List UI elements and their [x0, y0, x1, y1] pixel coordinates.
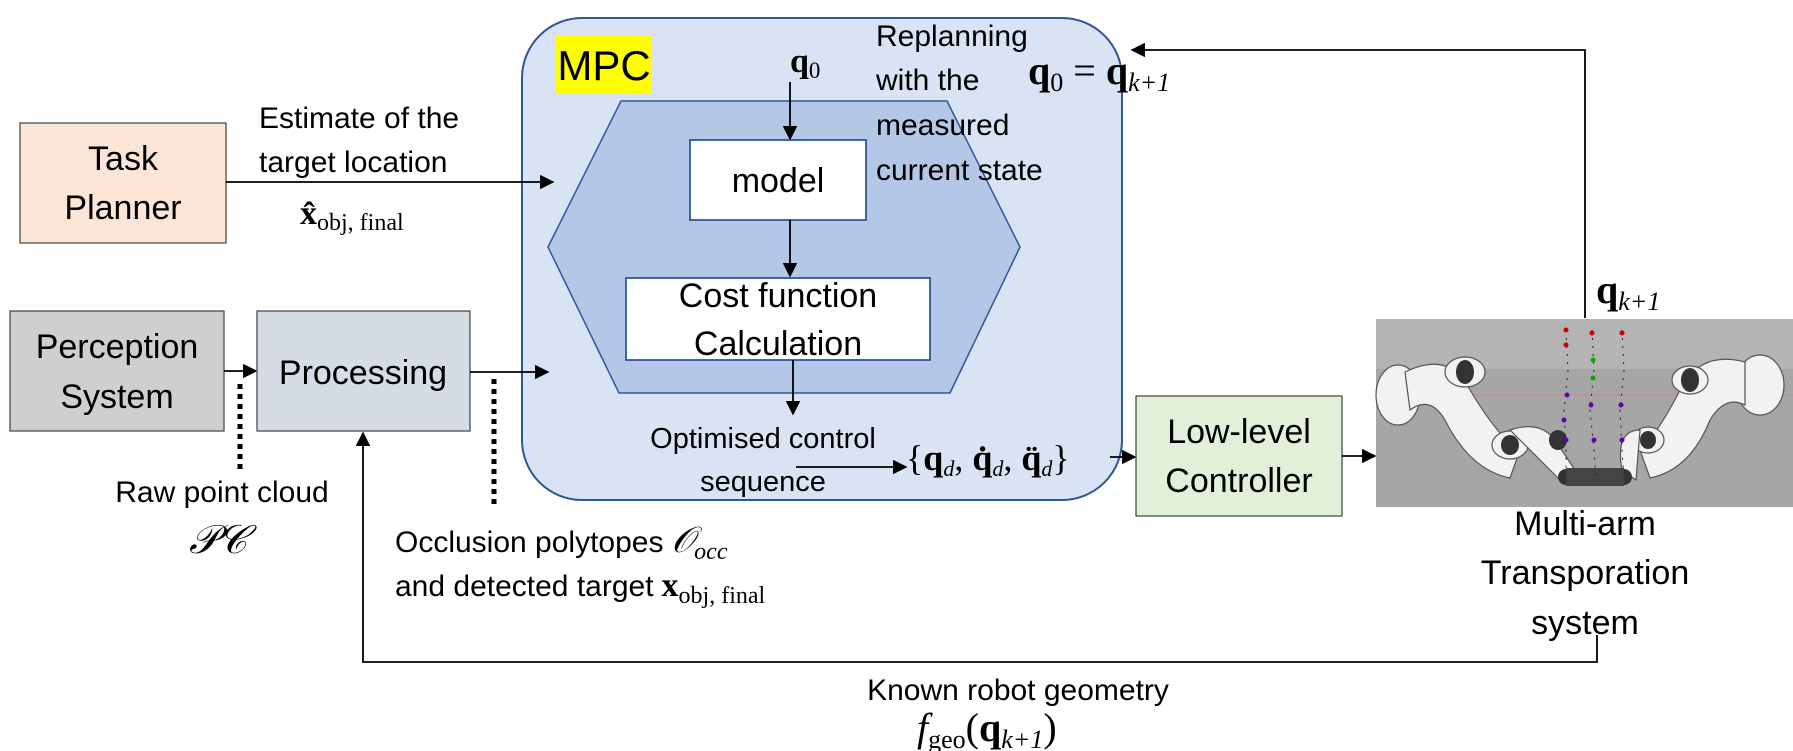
- replanning-line2: with the: [875, 64, 979, 97]
- robot-line1: Multi-arm: [1514, 505, 1656, 543]
- optimised-line1: Optimised control: [650, 423, 876, 455]
- low-level-line2: Controller: [1165, 462, 1312, 500]
- raw-cloud-math: 𝒫𝒞: [189, 517, 257, 562]
- low-level-line1: Low-level: [1167, 413, 1311, 451]
- feedback-line-bottom: [355, 431, 1598, 663]
- low-level-controller-box: [1135, 395, 1343, 517]
- mpc-title-highlight: [556, 36, 652, 93]
- q0-label: q0: [790, 43, 820, 83]
- replanning-line1: Replanning: [876, 20, 1028, 53]
- replanning-line4: current state: [876, 154, 1043, 187]
- task-planner-line1: Task: [88, 140, 159, 178]
- cost-function-line1: Cost function: [679, 277, 877, 315]
- replanning-line3: measured: [876, 109, 1009, 142]
- processing-box: [256, 310, 471, 432]
- model-box: [689, 139, 867, 221]
- estimate-line1: Estimate of the: [259, 102, 459, 135]
- known-geometry-label: Known robot geometry: [867, 674, 1169, 707]
- estimate-math: x̂obj, final: [300, 195, 404, 236]
- perception-line2: System: [60, 378, 173, 416]
- task-planner-line2: Planner: [64, 189, 181, 227]
- cost-function-box: [625, 277, 931, 361]
- known-geometry-math: fgeo(qk+1): [917, 705, 1057, 751]
- raw-cloud-label: Raw point cloud: [115, 476, 328, 509]
- robot-line2: Transporation: [1481, 554, 1690, 592]
- control-sequence-set: {qd, q̇d, q̈d}: [906, 438, 1070, 481]
- qk1-label: qk+1: [1596, 267, 1660, 316]
- model-label: model: [732, 162, 825, 200]
- perception-line1: Perception: [36, 328, 199, 366]
- optimised-line2: sequence: [700, 466, 826, 498]
- feedback-line-top: [1130, 42, 1586, 318]
- robot-image: [1375, 319, 1793, 507]
- processing-label: Processing: [279, 354, 447, 392]
- mpc-title: MPC: [557, 42, 650, 89]
- task-planner-box: [19, 122, 227, 244]
- cost-function-line2: Calculation: [694, 325, 862, 363]
- perception-system-box: [9, 310, 225, 432]
- q0-equals-qk1: q0 = qk+1: [1028, 48, 1170, 97]
- robot-line3: system: [1531, 604, 1639, 642]
- estimate-line2: target location: [259, 146, 447, 179]
